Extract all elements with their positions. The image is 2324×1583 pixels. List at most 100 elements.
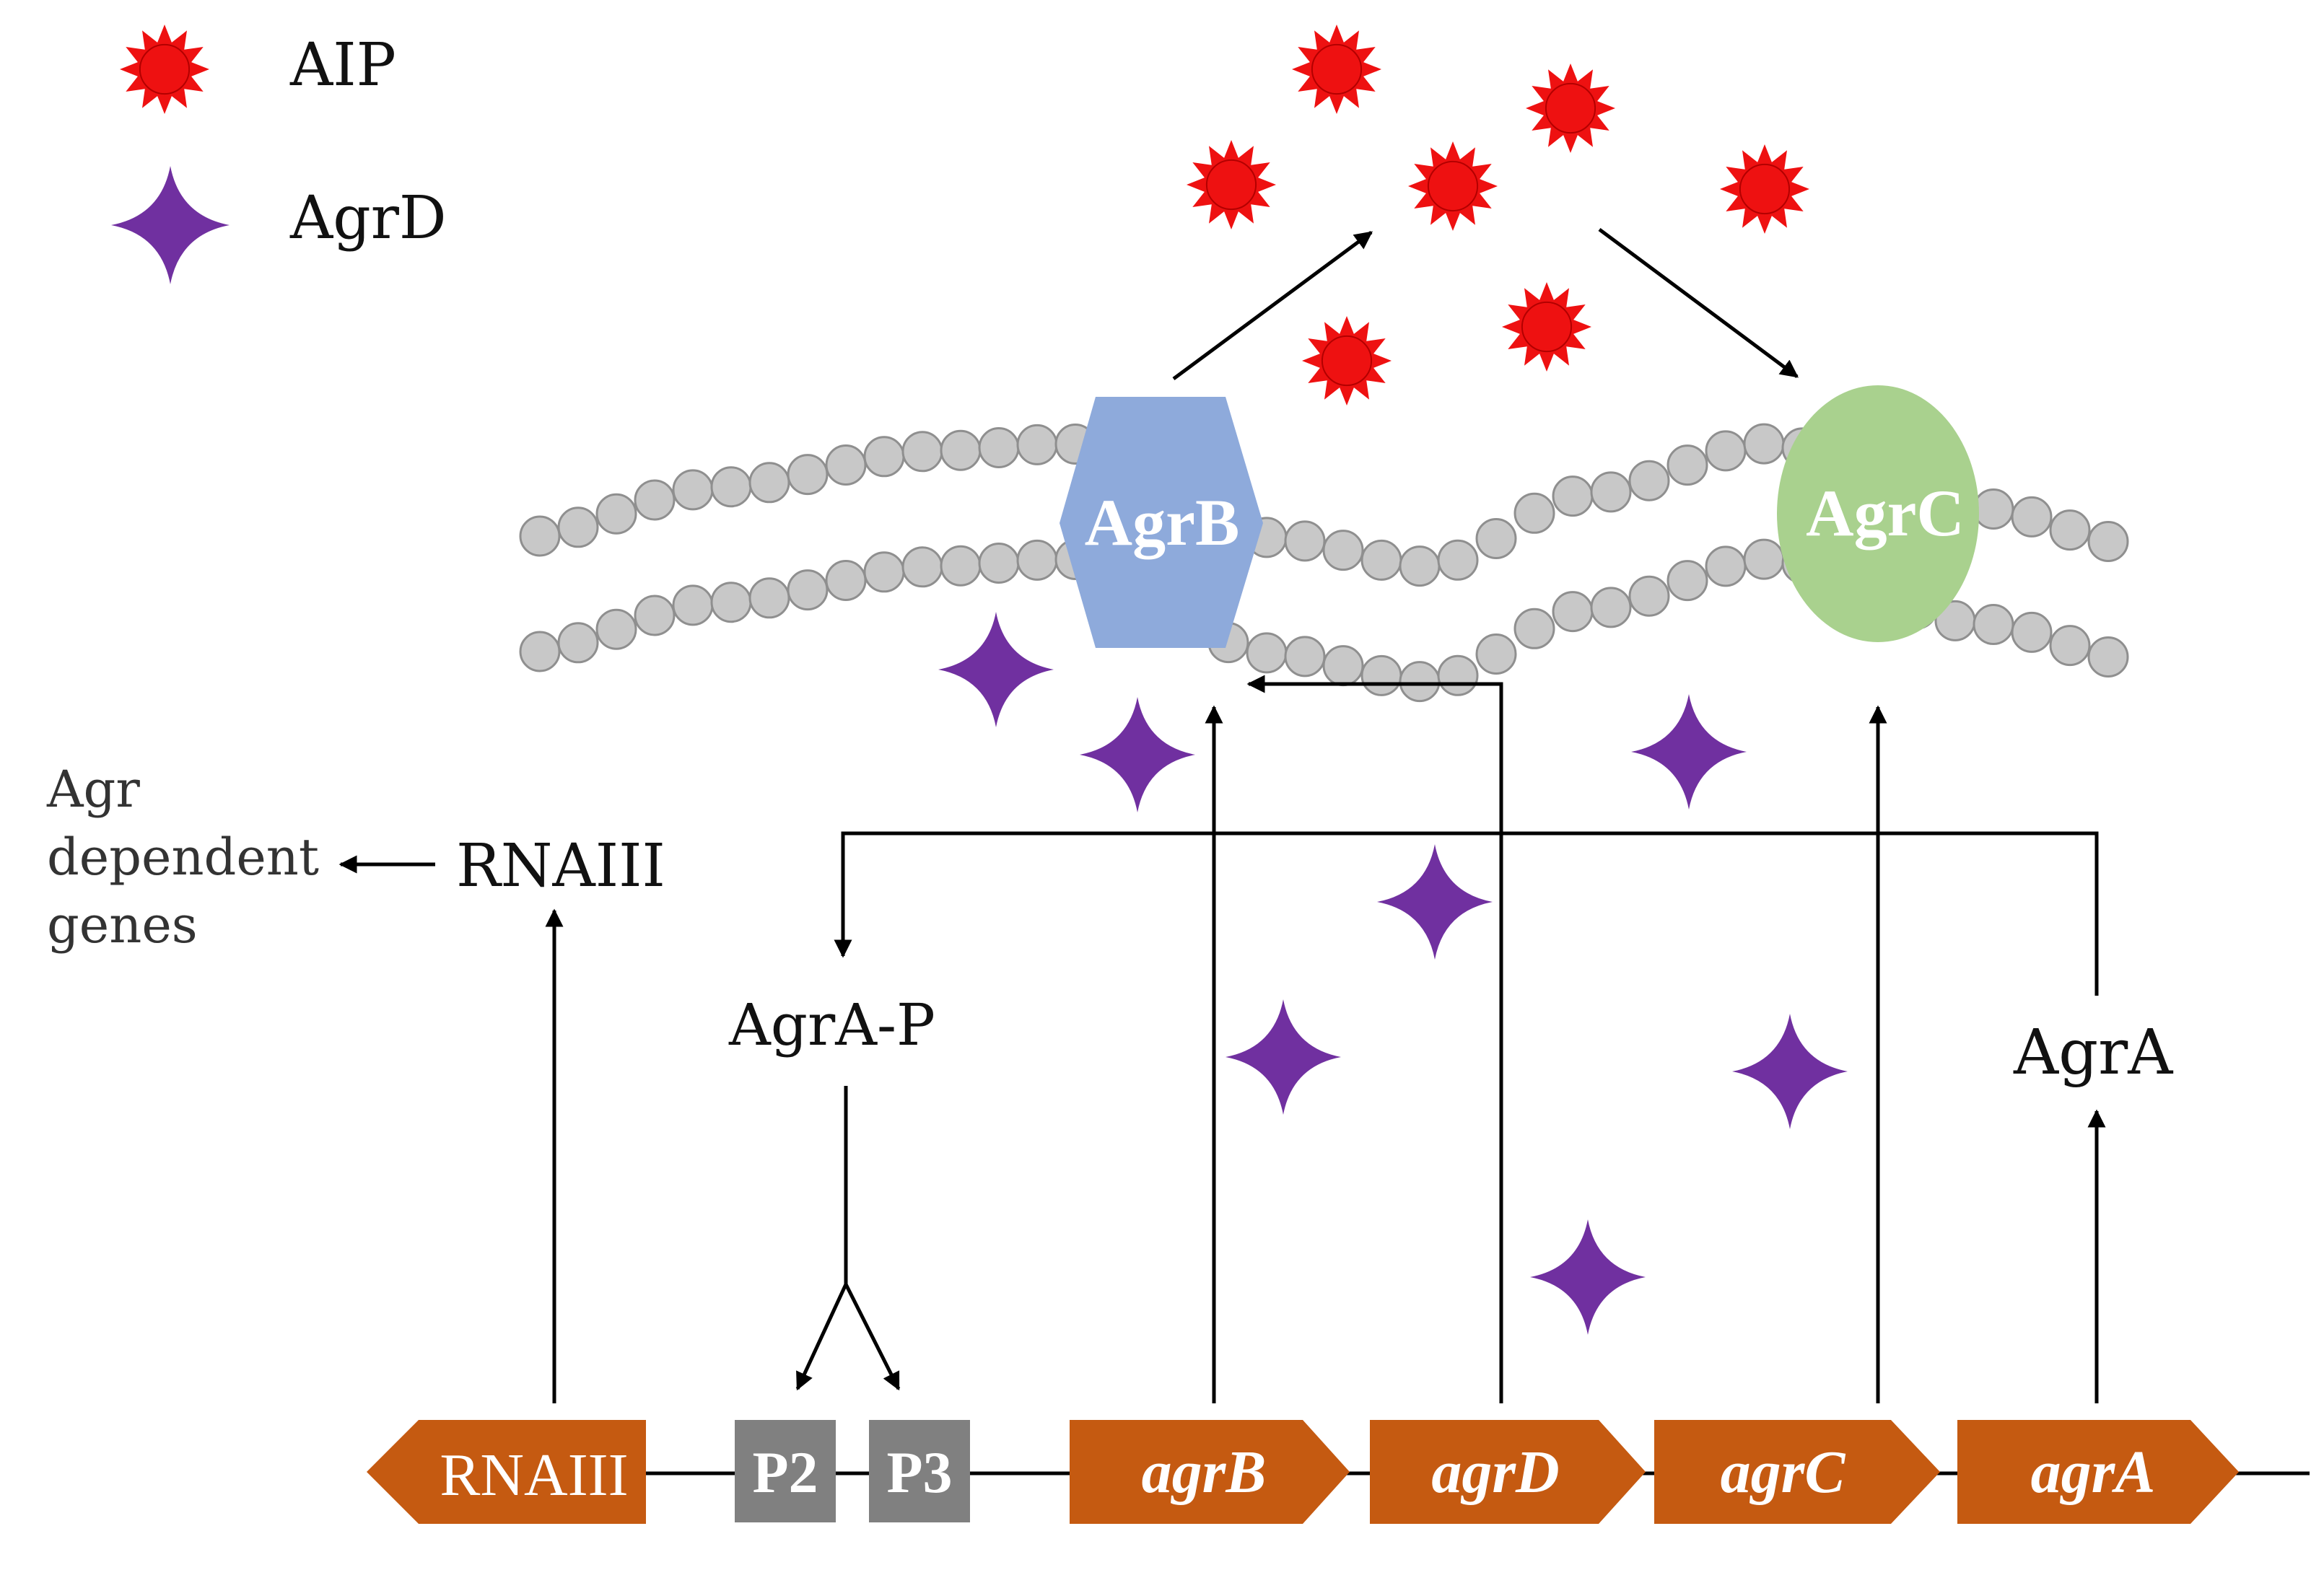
pathway-labels: Agr dependent genes RNAIII AgrA-P AgrA bbox=[46, 760, 2173, 1089]
membrane-bead bbox=[595, 608, 637, 650]
membrane-bead bbox=[1360, 539, 1402, 581]
aip-molecule bbox=[1408, 141, 1498, 231]
agrc-protein: AgrC bbox=[1777, 385, 1979, 642]
membrane-bead bbox=[595, 493, 637, 535]
rnaiii-label: RNAIII bbox=[456, 832, 665, 900]
agra-gene-label: agrA bbox=[2031, 1439, 2156, 1506]
membrane-bead bbox=[901, 431, 943, 473]
membrane-bead bbox=[2011, 496, 2053, 538]
agrc-label: AgrC bbox=[1806, 476, 1965, 550]
membrane-bead bbox=[634, 479, 676, 521]
membrane-bead bbox=[1437, 654, 1479, 696]
agr-operon: RNAIII P2 P3 agrB agrD agrC agrA bbox=[367, 1420, 2310, 1524]
membrane-bead bbox=[1590, 587, 1632, 628]
membrane-bead bbox=[748, 577, 790, 619]
agrb-export-arrow bbox=[1172, 230, 1373, 381]
agrb-gene bbox=[1070, 1420, 1350, 1524]
membrane-bead bbox=[1973, 604, 2014, 645]
membrane-bead bbox=[863, 436, 905, 478]
agrd-to-agrb-arrow bbox=[1246, 675, 1503, 1403]
agrd-molecule bbox=[1732, 1014, 1848, 1129]
agrd-gene-label: agrD bbox=[1431, 1439, 1559, 1506]
membrane-bead bbox=[940, 545, 982, 587]
agrc-gene-label: agrC bbox=[1721, 1439, 1846, 1506]
membrane-bead bbox=[940, 429, 982, 471]
membrane-bead bbox=[1590, 471, 1632, 513]
membrane-bead bbox=[710, 466, 752, 508]
membrane-bead bbox=[710, 582, 752, 623]
agrd-molecules bbox=[938, 612, 1848, 1335]
membrane-bead bbox=[978, 543, 1020, 584]
membrane-bead bbox=[787, 454, 829, 496]
membrane-bead bbox=[1322, 645, 1364, 687]
agra-gene bbox=[1957, 1420, 2239, 1524]
membrane-bead bbox=[1552, 591, 1594, 633]
membrane-bead bbox=[787, 569, 829, 611]
membrane-bead bbox=[519, 515, 561, 557]
aip-molecule bbox=[1292, 25, 1381, 114]
membrane-bead bbox=[1513, 608, 1555, 649]
membrane-bead bbox=[1360, 654, 1402, 696]
agrd-molecule bbox=[1226, 999, 1341, 1115]
membrane-bead bbox=[1437, 539, 1479, 581]
membrane-bead bbox=[672, 584, 714, 626]
membrane-bead bbox=[1016, 539, 1058, 581]
agrd-molecule bbox=[1530, 1219, 1646, 1335]
membrane-bead bbox=[557, 507, 599, 548]
agrd-legend-icon bbox=[111, 166, 230, 284]
aip-molecule bbox=[1526, 63, 1615, 153]
agra-p-to-p3-arrow bbox=[844, 1283, 901, 1391]
membrane-bead bbox=[1475, 518, 1517, 559]
agra-p-label: AgrA-P bbox=[728, 991, 935, 1058]
aip-legend-icon bbox=[120, 25, 209, 114]
membrane-bead bbox=[1399, 545, 1441, 587]
p2-label: P2 bbox=[752, 1439, 818, 1505]
aip-molecule bbox=[1720, 144, 1809, 234]
membrane-bead bbox=[2011, 611, 2053, 653]
membrane-bead bbox=[1284, 636, 1326, 678]
membrane-bead bbox=[2087, 636, 2129, 678]
agrb-label: AgrB bbox=[1085, 486, 1240, 559]
agrd-molecule bbox=[1631, 694, 1747, 810]
membrane-bead bbox=[1475, 633, 1517, 675]
membrane-bead bbox=[978, 427, 1020, 468]
membrane-bead bbox=[1552, 475, 1594, 517]
membrane-bead bbox=[1705, 430, 1747, 472]
membrane-bead bbox=[1628, 575, 1670, 617]
agrc-gene bbox=[1654, 1420, 1940, 1524]
aip-to-agrc-arrow bbox=[1598, 227, 1799, 379]
aip-legend-label: AIP bbox=[289, 31, 396, 100]
agrb-gene-label: agrB bbox=[1142, 1439, 1267, 1506]
aip-star-icon bbox=[120, 25, 209, 114]
aip-molecule bbox=[1502, 282, 1591, 372]
membrane-bead bbox=[1743, 423, 1785, 465]
agrd-molecule bbox=[938, 612, 1054, 727]
membrane-bead bbox=[1284, 520, 1326, 562]
pathway-arrows bbox=[338, 227, 2106, 1403]
agrd-gene bbox=[1370, 1420, 1646, 1524]
membrane-bead bbox=[1666, 444, 1708, 486]
membrane-bead bbox=[1973, 488, 2014, 530]
membrane-bead bbox=[672, 469, 714, 511]
membrane-bead bbox=[825, 444, 867, 486]
aip-molecule bbox=[1187, 140, 1276, 229]
agr-dependent-line3: genes bbox=[47, 895, 198, 955]
p3-promoter bbox=[869, 1420, 970, 1522]
aip-molecule bbox=[1302, 316, 1392, 405]
membrane-bead bbox=[863, 551, 905, 593]
p2-promoter bbox=[735, 1420, 836, 1522]
membrane-bead bbox=[1743, 538, 1785, 580]
rnaiii-gene-label: RNAIII bbox=[440, 1442, 628, 1509]
membrane-bead bbox=[825, 560, 867, 601]
agrd-star-icon bbox=[111, 166, 230, 284]
membrane-bead bbox=[1246, 632, 1288, 674]
membrane-bead bbox=[1399, 661, 1441, 703]
agr-dependent-line1: Agr bbox=[46, 760, 140, 819]
membrane-bead bbox=[557, 622, 599, 664]
agr-dependent-line2: dependent bbox=[47, 828, 319, 887]
rnaiii-gene bbox=[367, 1420, 646, 1524]
agrd-molecule bbox=[1377, 844, 1493, 960]
membrane-bead bbox=[634, 595, 676, 636]
agra-label: AgrA bbox=[2013, 1017, 2173, 1089]
